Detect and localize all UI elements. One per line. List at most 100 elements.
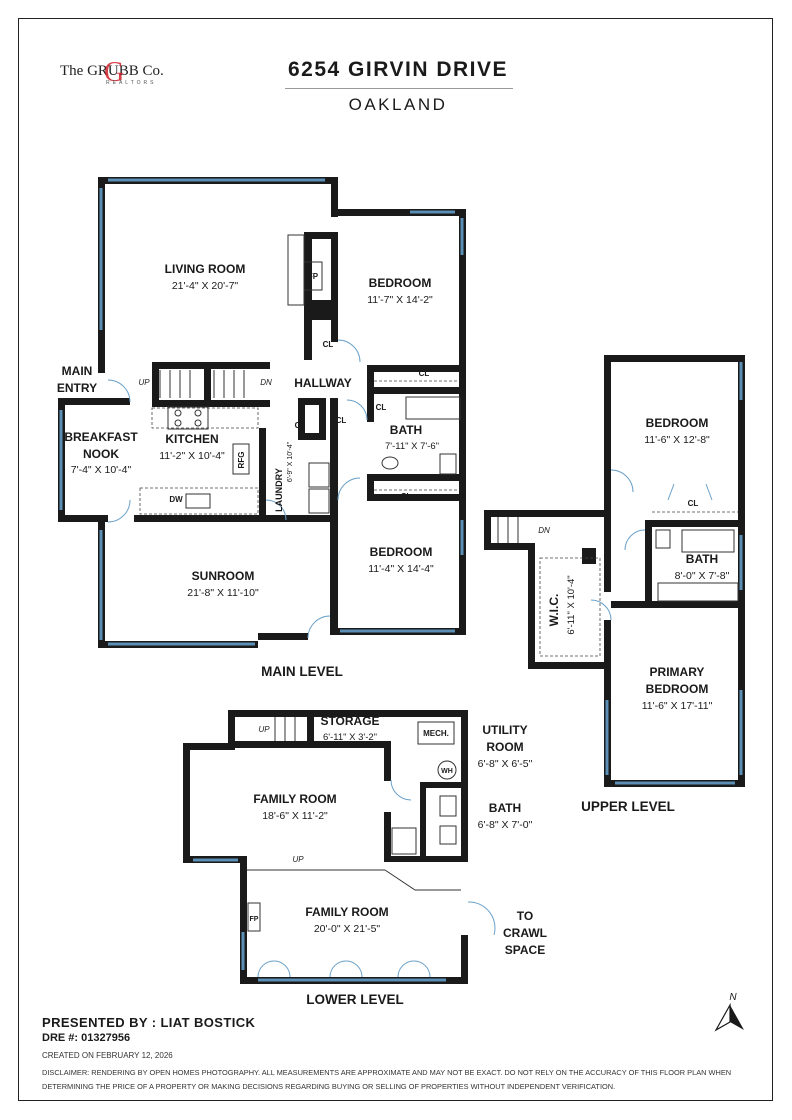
crawl-space-label-3: SPACE (505, 943, 545, 957)
wall (611, 601, 745, 608)
kitchen-name: KITCHEN (165, 432, 218, 446)
property-address: 6254 GIRVIN DRIVE (287, 58, 509, 81)
north-arrow-icon (714, 1002, 744, 1032)
stairs-up-label: UP (258, 725, 270, 734)
upper-bath-name: BATH (686, 552, 718, 566)
wall (331, 177, 338, 217)
wall (331, 232, 338, 342)
title-divider (285, 88, 513, 89)
burner (174, 419, 182, 427)
utility-room-label-2: ROOM (486, 740, 523, 754)
primary-bedroom-label-2: BEDROOM (646, 682, 709, 696)
french-door (397, 960, 431, 978)
bath-sink (381, 456, 399, 470)
shower (391, 827, 417, 855)
stairs-down-label: DN (260, 378, 272, 387)
main-bath-dims: 7'-11" X 7'-6" (385, 441, 439, 452)
logo-text: The GRUBB Co. (60, 63, 164, 79)
wall (367, 474, 465, 481)
wall (312, 300, 334, 320)
living-room-dims: 21'-4" X 20'-7" (172, 280, 239, 292)
breakfast-nook-label-2: NOOK (83, 447, 119, 461)
wall (604, 517, 611, 592)
door-swing (346, 399, 368, 421)
door-swing (590, 599, 612, 621)
wall (240, 856, 247, 984)
door-swing (265, 499, 287, 521)
laundry-name: LAUNDRY (274, 468, 284, 512)
wall (484, 543, 534, 550)
stair-line (384, 869, 461, 891)
sink (185, 493, 211, 509)
vanity (657, 582, 739, 602)
family-room-1-dims: 18'-6" X 11'-2" (262, 810, 328, 822)
wall (304, 232, 312, 360)
sunroom-dims: 21'-8" X 11'-10" (187, 587, 259, 599)
wall (582, 548, 596, 564)
wall (152, 400, 270, 407)
door-swing (390, 779, 412, 801)
bedroom-1-name: BEDROOM (369, 276, 432, 290)
bathtub (405, 396, 461, 420)
counter (151, 407, 259, 429)
wall (645, 520, 745, 527)
wall (183, 743, 190, 863)
counter (139, 487, 259, 515)
main-entry-label: MAIN (62, 364, 93, 378)
utility-room-label: UTILITY (482, 723, 527, 737)
upper-level-windows (605, 362, 743, 785)
door-swing (610, 469, 634, 493)
breakfast-nook-label: BREAKFAST (64, 430, 138, 444)
wall (484, 510, 611, 517)
closet-label: CL (688, 499, 699, 508)
mechanical-box (417, 721, 455, 745)
washer (308, 462, 330, 488)
primary-bedroom-dims: 11'-6" X 17'-11" (642, 700, 713, 712)
door-swing (337, 477, 361, 501)
refrigerator-label: RFG (237, 452, 246, 469)
wall (298, 398, 305, 440)
french-door (329, 960, 363, 978)
wall (152, 362, 159, 407)
door-swing (307, 615, 331, 639)
closet-label: CL (295, 421, 306, 430)
wall (298, 433, 326, 440)
fireplace (247, 902, 261, 932)
wall (331, 209, 466, 216)
stairs-up-label: UP (138, 378, 150, 387)
closet-label: CL (323, 340, 334, 349)
logo-mark: G (104, 57, 125, 88)
storage-name: STORAGE (320, 714, 379, 728)
crawl-space-label-2: CRAWL (503, 926, 547, 940)
main-level-doors (107, 339, 368, 639)
toilet (439, 795, 457, 817)
sink (439, 825, 457, 845)
wall (604, 355, 745, 362)
logo-subtitle: REALTORS (106, 80, 157, 86)
french-door (257, 960, 291, 978)
utility-room-dims: 6'-8" X 6'-5" (478, 758, 533, 770)
wall (384, 741, 391, 781)
presented-by: PRESENTED BY : LIAT BOSTICK (42, 1015, 256, 1030)
hallway-label: HALLWAY (294, 376, 352, 390)
disclaimer-text: DISCLAIMER: RENDERING BY OPEN HOMES PHOT… (42, 1068, 732, 1091)
wall (528, 662, 611, 669)
fixture-labels: FP CL CL CL CL CL CL CL UP DN DN UP UP D… (138, 272, 698, 923)
door-swing (624, 529, 646, 551)
lower-level-windows (193, 858, 446, 982)
closet-label: CL (401, 492, 412, 501)
wic-dims: 6'-11" X 10'-4" (566, 575, 577, 634)
breakfast-nook-dims: 7'-4" X 10'-4" (71, 464, 132, 476)
refrigerator (232, 443, 250, 475)
dishwasher-label: DW (169, 495, 183, 504)
door-swing (107, 379, 131, 403)
wall (259, 428, 266, 522)
wic-name: W.I.C. (547, 594, 561, 627)
level-labels: MAIN LEVEL UPPER LEVEL LOWER LEVEL N (261, 664, 737, 1007)
sunroom-name: SUNROOM (192, 569, 255, 583)
fireplace-hearth (287, 234, 305, 306)
closet-label: CL (376, 403, 387, 412)
lower-level-label: LOWER LEVEL (306, 992, 404, 1007)
door-swing (107, 499, 131, 523)
